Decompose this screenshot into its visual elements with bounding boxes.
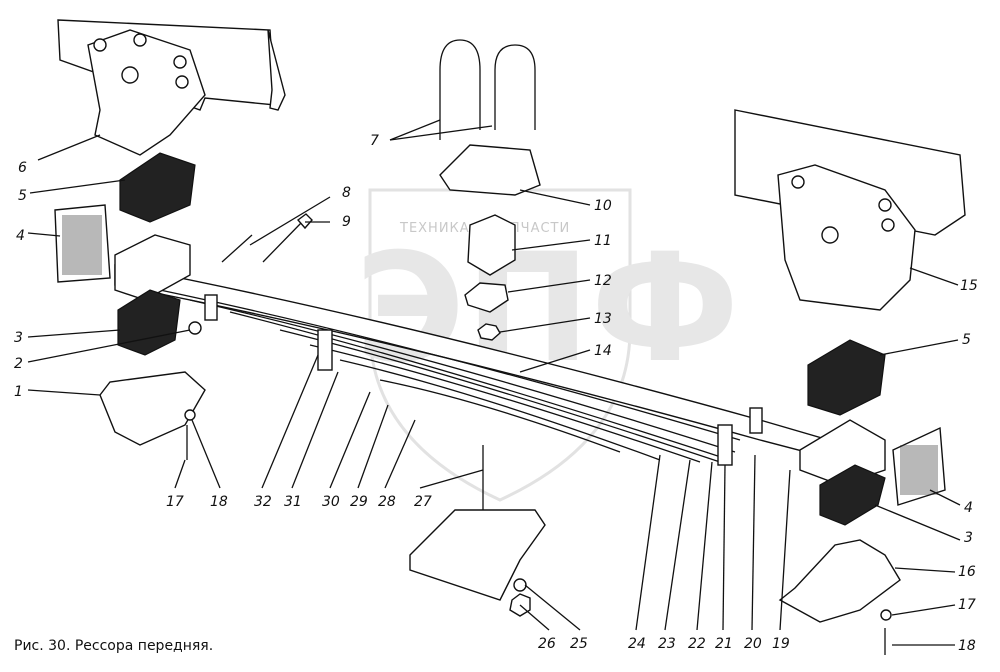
bolts-8-9 [221,213,313,263]
callout-11: 11 [594,233,612,249]
callout-20: 20 [744,636,762,652]
center-parts [464,214,516,341]
callout-22: 22 [688,636,706,652]
callout-24: 24 [628,636,646,652]
callout-labels: 6 5 4 3 2 1 7 8 9 10 11 12 13 14 15 5 4 … [14,133,978,654]
callout-10: 10 [594,198,612,214]
callout-1: 1 [14,384,23,400]
callout-4-left: 4 [16,228,25,244]
callout-23: 23 [658,636,676,652]
lower-plates [99,371,901,623]
callout-25: 25 [570,636,588,652]
pads-right [807,339,946,526]
callout-30: 30 [322,494,340,510]
callout-3-right: 3 [964,530,973,546]
callout-8: 8 [342,185,351,201]
callout-18-left: 17 [166,494,184,510]
callout-9: 9 [342,214,351,230]
callout-16: 16 [958,564,976,580]
rear-bracket-right [734,109,966,311]
callout-14: 14 [594,343,612,359]
small-hardware [184,321,892,655]
callout-17-left: 18 [210,494,228,510]
callout-4-right: 4 [964,500,973,516]
callout-17-right: 17 [958,597,976,613]
callout-29: 29 [350,494,368,510]
callout-6: 6 [18,160,27,176]
callout-7: 7 [370,133,379,149]
callout-15: 15 [960,278,978,294]
callout-31: 31 [284,494,302,510]
callout-3-left: 3 [14,330,23,346]
callout-28: 28 [378,494,396,510]
leader-lines [27,119,961,646]
pads-left [54,152,196,356]
callout-13: 13 [594,311,612,327]
callout-26: 26 [538,636,556,652]
callout-21: 21 [715,636,733,652]
callout-19: 19 [772,636,790,652]
figure-caption: Рис. 30. Рессора передняя. [14,638,214,654]
callout-2: 2 [14,356,23,372]
callout-12: 12 [594,273,612,289]
callout-5-right: 5 [962,332,971,348]
callout-5-left: 5 [18,188,27,204]
callout-27: 27 [414,494,432,510]
axle-seat [409,445,546,617]
callout-18-right: 18 [958,638,976,654]
front-bracket-left [57,19,286,156]
leaf-spring [114,234,886,486]
callout-32: 32 [254,494,272,510]
u-bolts [439,39,541,196]
